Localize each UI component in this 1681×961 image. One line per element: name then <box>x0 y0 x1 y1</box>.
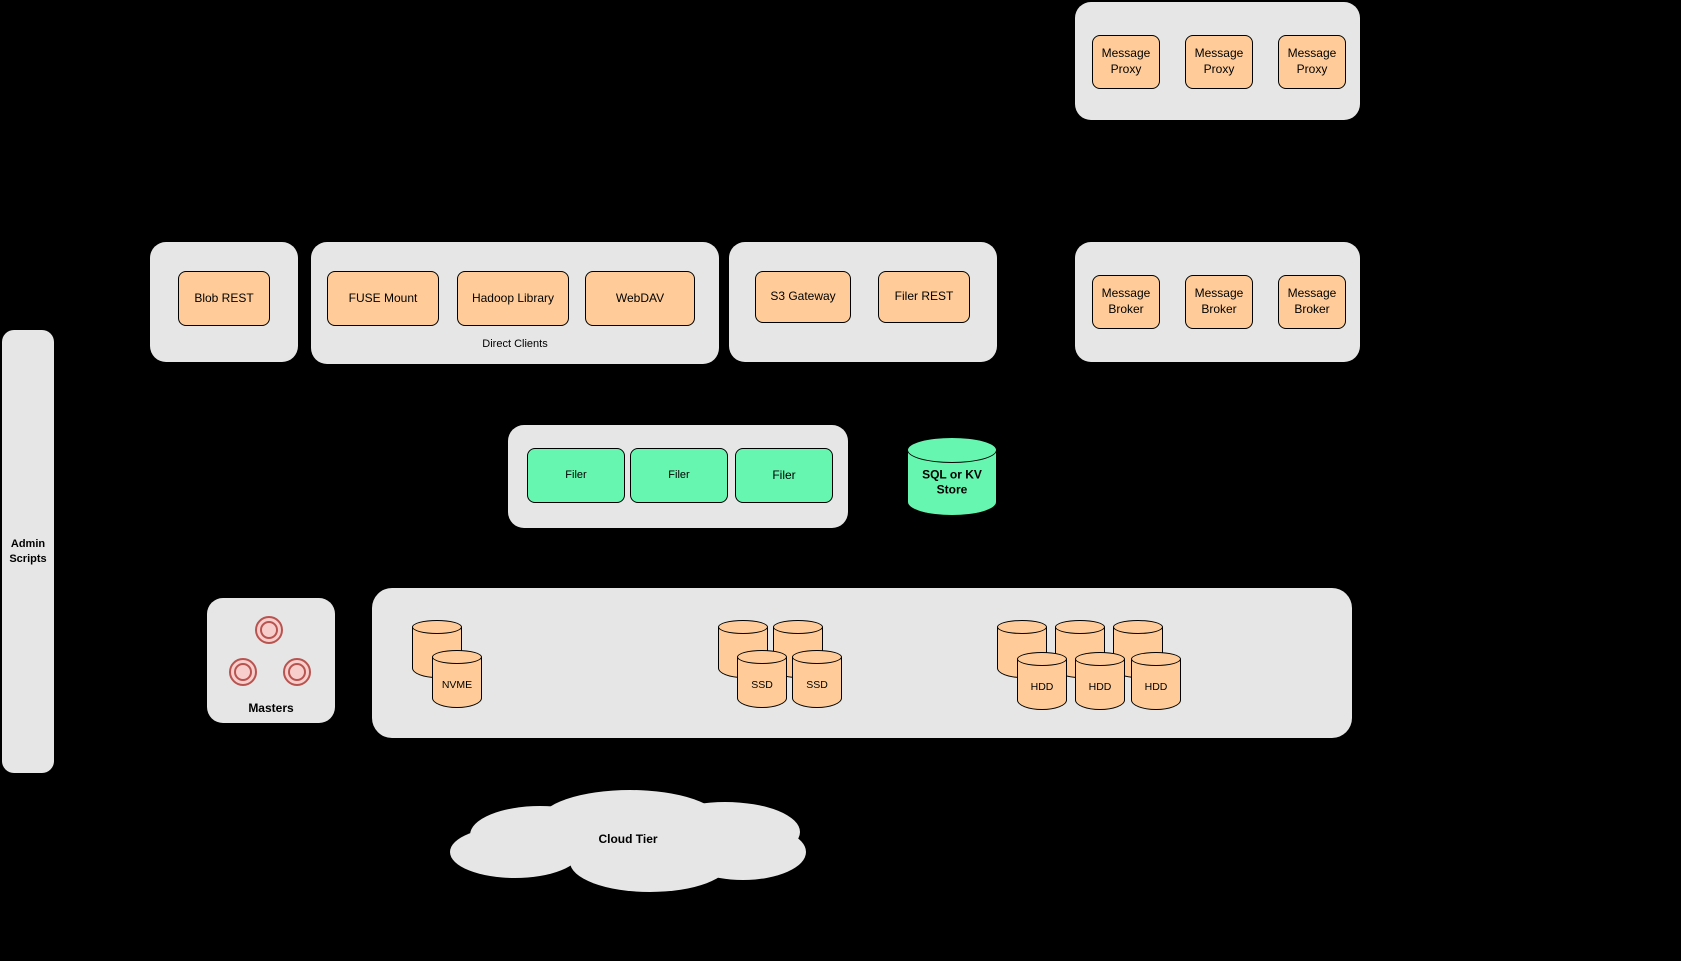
nvme-cylinder-front: NVME <box>432 650 482 708</box>
cylinder-top <box>773 620 823 634</box>
cylinder-top <box>1131 652 1181 666</box>
cylinder-body <box>1131 659 1181 710</box>
masters-label: Masters <box>248 701 294 715</box>
message-proxy-node: Message Proxy <box>1092 35 1160 89</box>
master-node <box>283 658 311 686</box>
ssd-label: SSD <box>751 678 773 691</box>
master-node <box>229 658 257 686</box>
cylinder-top <box>1055 620 1105 634</box>
hdd-label: HDD <box>1088 680 1112 693</box>
cylinder-top <box>412 620 462 634</box>
ssd-cylinder-front: SSD <box>792 650 842 708</box>
cylinder-body <box>1075 659 1125 710</box>
blob-rest-group: Blob REST <box>150 242 298 362</box>
cloud-puff <box>680 824 806 880</box>
direct-clients-label: Direct Clients <box>482 338 548 350</box>
cylinder-top <box>432 650 482 664</box>
admin-scripts-label: Admin Scripts <box>9 537 47 565</box>
filer-group: Filer Filer Filer <box>508 425 848 528</box>
webdav-node: WebDAV <box>585 271 695 326</box>
cylinder-body <box>792 657 842 708</box>
cylinder-body <box>1017 659 1067 710</box>
hdd-cylinder-front: HDD <box>1131 652 1181 710</box>
message-broker-group: Message Broker Message Broker Message Br… <box>1075 242 1360 362</box>
nvme-label: NVME <box>441 678 473 691</box>
filer-rest-node: Filer REST <box>878 271 970 323</box>
ssd-label: SSD <box>806 678 828 691</box>
message-proxy-group: Message Proxy Message Proxy Message Prox… <box>1075 2 1360 120</box>
cloud-tier-shape: Cloud Tier <box>450 790 806 893</box>
message-broker-node: Message Broker <box>1278 275 1346 329</box>
message-broker-node: Message Broker <box>1185 275 1253 329</box>
message-broker-node: Message Broker <box>1092 275 1160 329</box>
cylinder-body <box>432 657 482 708</box>
masters-group: Masters <box>207 598 335 723</box>
master-node <box>255 616 283 644</box>
cylinder-body <box>737 657 787 708</box>
hdd-label: HDD <box>1030 680 1054 693</box>
message-proxy-node: Message Proxy <box>1185 35 1253 89</box>
cylinder-top <box>1017 652 1067 666</box>
gateway-group: S3 Gateway Filer REST <box>729 242 997 362</box>
admin-scripts-panel: Admin Scripts <box>2 330 54 773</box>
sql-kv-store-cylinder: SQL or KV Store <box>907 437 997 516</box>
blob-rest-node: Blob REST <box>178 271 270 326</box>
hdd-cylinder-front: HDD <box>1075 652 1125 710</box>
message-proxy-node: Message Proxy <box>1278 35 1346 89</box>
filer-node: Filer <box>527 448 625 503</box>
direct-clients-group: FUSE Mount Hadoop Library WebDAV Direct … <box>311 242 719 364</box>
filer-node: Filer <box>735 448 833 503</box>
cylinder-top <box>907 437 997 463</box>
cloud-puff <box>450 826 580 878</box>
hdd-cylinder-front: HDD <box>1017 652 1067 710</box>
cylinder-top <box>718 620 768 634</box>
s3-gateway-node: S3 Gateway <box>755 271 851 323</box>
sql-kv-store-label: SQL or KV Store <box>922 467 982 497</box>
volume-servers-group: NVME SSD SSD <box>372 588 1352 738</box>
ssd-cylinder-front: SSD <box>737 650 787 708</box>
cylinder-top <box>792 650 842 664</box>
cloud-tier-label: Cloud Tier <box>598 832 658 846</box>
cylinder-top <box>1075 652 1125 666</box>
fuse-mount-node: FUSE Mount <box>327 271 439 326</box>
hdd-label: HDD <box>1144 680 1168 693</box>
hadoop-library-node: Hadoop Library <box>457 271 569 326</box>
cylinder-top <box>737 650 787 664</box>
cylinder-top <box>1113 620 1163 634</box>
filer-node: Filer <box>630 448 728 503</box>
cylinder-top <box>997 620 1047 634</box>
